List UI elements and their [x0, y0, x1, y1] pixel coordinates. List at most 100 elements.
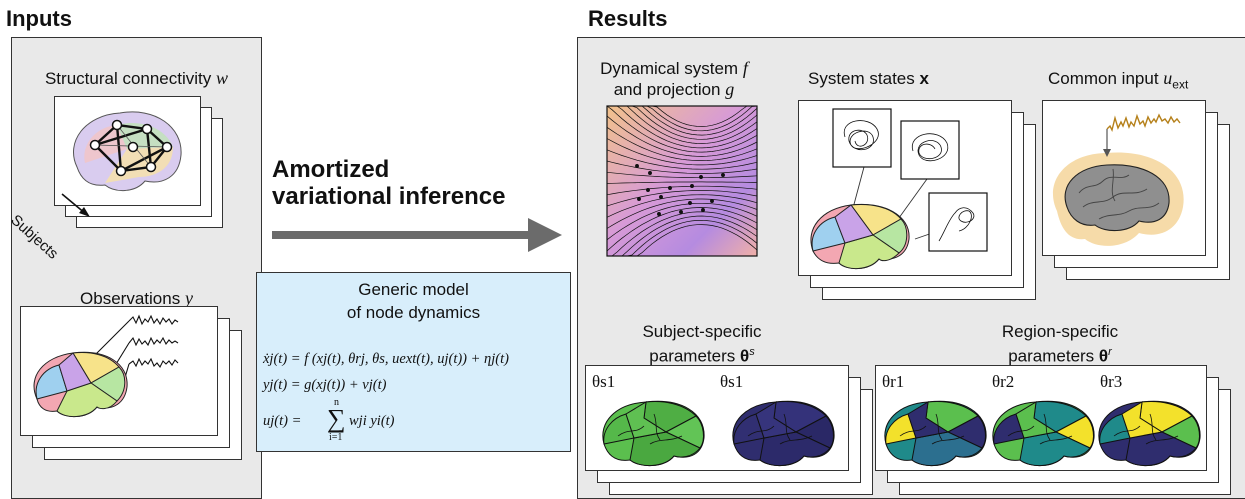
flow-line	[606, 160, 758, 174]
inference-line2: variational inference	[272, 183, 506, 210]
flow-line	[606, 207, 758, 252]
input-sub: ext	[1172, 77, 1189, 92]
region-brain-3	[1098, 400, 1201, 466]
phase-portrait	[606, 105, 758, 257]
flow-line	[606, 138, 758, 166]
connectivity-label: Structural connectivity w	[12, 68, 261, 89]
flow-arrowhead	[721, 173, 725, 177]
connectivity-sheet-front	[54, 96, 201, 206]
eq3-lhs: uj(t) =	[263, 413, 302, 429]
brain-sulcus	[1113, 425, 1141, 437]
connectivity-symbol: w	[216, 68, 229, 88]
subject-sheet-front: θs1 θs1	[585, 365, 849, 471]
brain-sulcus	[617, 425, 645, 437]
subject-brains	[602, 400, 835, 466]
eq3-rhs: wji yi(t)	[349, 413, 395, 429]
model-title-line2: of node dynamics	[346, 303, 481, 322]
equation-dynamics: ẋj(t) = f (xj(t), θrj, θs, uext(t), uj(t…	[263, 351, 509, 368]
input-text: Common input	[1048, 69, 1159, 88]
subject-brain-navy	[732, 400, 835, 466]
dyn-f: f	[742, 58, 748, 78]
flow-line	[606, 149, 758, 170]
inputs-title: Inputs	[6, 6, 72, 31]
flow-line	[607, 224, 758, 257]
brain-region	[629, 431, 701, 466]
flow-arrowhead	[710, 199, 714, 203]
flow-arrowhead	[699, 175, 703, 179]
flow-line	[607, 105, 758, 144]
equation-input: uj(t) =	[263, 413, 301, 430]
common-input-label: Common input uext	[1048, 68, 1188, 95]
connectivity-text: Structural connectivity	[44, 69, 212, 88]
brain-sulcus	[899, 425, 927, 437]
subject-line2: parameters	[649, 346, 736, 366]
eq1-rhs: f (xj(t), θrj, θs, uext(t), uj(t)) + ηj(…	[304, 351, 509, 367]
region-sup: r	[1108, 346, 1112, 358]
brain-sulcus	[1145, 435, 1179, 445]
inference-line1: Amortized	[272, 156, 390, 183]
region-param-label-1: θr1	[882, 372, 905, 391]
main-arrow	[272, 218, 562, 252]
observations-sheet-front	[20, 306, 218, 436]
region-param-label-3: θr3	[1100, 372, 1123, 391]
flow-line	[606, 127, 758, 161]
brain-region	[759, 431, 831, 466]
flow-line	[606, 198, 758, 229]
subject-sup: s	[749, 346, 755, 358]
brain-sulcus	[653, 413, 661, 441]
region-line2: parameters	[1008, 346, 1095, 366]
flow-arrowhead	[648, 171, 652, 175]
states-symbol: x	[919, 69, 929, 88]
brain-sulcus	[649, 435, 683, 445]
subject-line1: Subject-specific	[642, 322, 762, 341]
flow-arrowhead	[659, 195, 663, 199]
flow-line	[606, 181, 758, 184]
flow-line	[606, 185, 758, 196]
states-text: System states	[808, 69, 915, 88]
brain-sulcus	[1149, 413, 1157, 441]
flow-line	[606, 194, 758, 218]
brain-sulcus	[1039, 435, 1073, 445]
model-title-line1: Generic model	[358, 280, 469, 299]
sum-lower-limit: i=1	[329, 432, 343, 443]
brain-sulcus	[1043, 413, 1051, 441]
states-brain-trajectories	[810, 108, 988, 269]
region-param-label-2: θr2	[992, 372, 1015, 391]
equation-projection: yj(t) = g(xj(t)) + νj(t)	[263, 377, 386, 394]
flow-arrowhead	[657, 212, 661, 216]
brain-sulcus	[783, 413, 791, 441]
dyn-line2: and projection	[613, 80, 721, 99]
flow-line	[607, 215, 758, 257]
flow-line	[607, 105, 758, 149]
state-inset-2	[900, 120, 960, 180]
state-inset-3	[928, 192, 988, 252]
brain-region	[1019, 431, 1091, 466]
brain-sulcus	[935, 413, 943, 441]
dyn-line1: Dynamical system	[600, 59, 739, 78]
inputs-panel: Structural connectivity w	[7, 37, 262, 499]
flow-line	[606, 190, 758, 207]
observations-text: Observations	[80, 289, 181, 308]
brain-sulcus	[931, 435, 965, 445]
flow-line	[606, 202, 758, 241]
flow-line	[606, 115, 758, 157]
flow-line	[607, 219, 758, 257]
flow-arrowhead	[668, 186, 672, 190]
flow-arrowhead	[646, 188, 650, 192]
input-sheet-front	[1042, 100, 1206, 256]
flow-arrowhead	[635, 164, 639, 168]
observations-brain-signals	[33, 314, 179, 417]
subject-symbol: θ	[740, 346, 750, 366]
inference-label: Amortized variational inference	[272, 156, 505, 210]
subjects-arrow	[61, 193, 90, 217]
results-title: Results	[588, 6, 668, 31]
flow-line	[607, 211, 758, 257]
region-symbol: θ	[1098, 346, 1109, 366]
region-brains	[884, 400, 1201, 466]
region-params-label: Region-specific parameters θr	[960, 321, 1160, 367]
eq3-rhs-wrap: wji yi(t)	[349, 413, 395, 430]
sum-upper-limit: n	[334, 397, 339, 408]
input-symbol: u	[1163, 68, 1173, 88]
subject-brain-green	[602, 400, 705, 466]
flow-arrowhead	[690, 184, 694, 188]
